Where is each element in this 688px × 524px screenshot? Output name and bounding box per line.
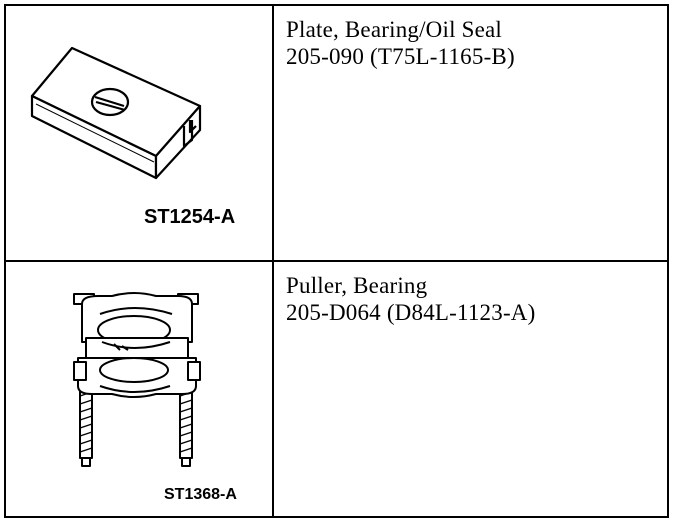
tool-row: ST1368-A Puller, Bearing 205-D064 (D84L-… bbox=[4, 260, 669, 518]
tool-description-cell: Plate, Bearing/Oil Seal 205-090 (T75L-11… bbox=[272, 4, 669, 262]
bearing-puller-illustration bbox=[73, 292, 201, 467]
tool-code-label: ST1254-A bbox=[144, 206, 236, 228]
tool-description-cell: Puller, Bearing 205-D064 (D84L-1123-A) bbox=[272, 260, 669, 518]
tool-name: Plate, Bearing/Oil Seal bbox=[286, 17, 503, 42]
tool-number: 205-D064 (D84L-1123-A) bbox=[286, 300, 536, 325]
tool-row: ST1254-A Plate, Bearing/Oil Seal 205-090… bbox=[4, 4, 669, 262]
tool-number: 205-090 (T75L-1165-B) bbox=[286, 44, 515, 69]
tool-name: Puller, Bearing bbox=[286, 273, 428, 298]
tool-code-label: ST1368-A bbox=[164, 486, 237, 503]
tool-image-cell: ST1368-A bbox=[4, 260, 274, 518]
bearing-oil-seal-plate-illustration bbox=[30, 46, 202, 180]
special-tools-table: ST1254-A Plate, Bearing/Oil Seal 205-090… bbox=[4, 4, 669, 518]
tool-image-cell: ST1254-A bbox=[4, 4, 274, 262]
